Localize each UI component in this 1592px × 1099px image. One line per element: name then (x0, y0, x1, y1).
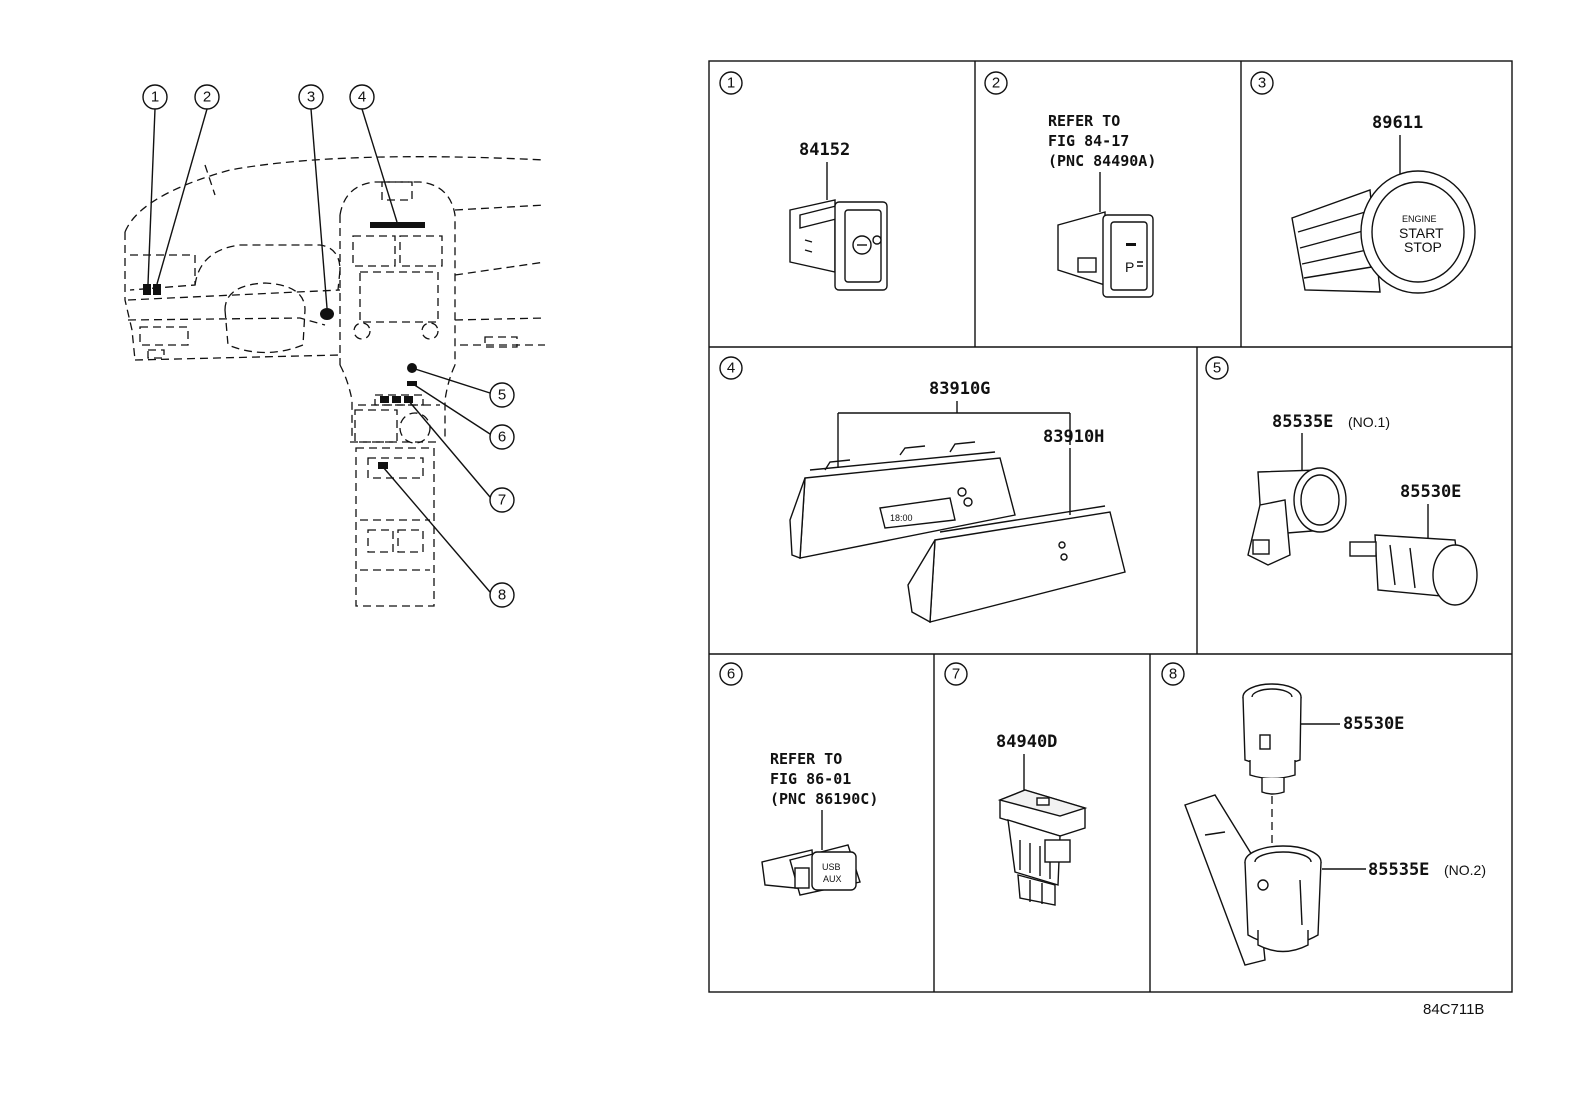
svg-text:8: 8 (1169, 666, 1177, 683)
overview-callout-2: 2 (194, 84, 220, 110)
svg-text:8: 8 (498, 587, 506, 604)
panel-7: 7 84940D (944, 662, 1088, 906)
parts-grid (708, 60, 1513, 993)
switch-3-location (320, 308, 334, 320)
svg-text:4: 4 (358, 89, 366, 106)
svg-text:6: 6 (727, 666, 735, 683)
usb-label: USB (822, 862, 841, 872)
panel-2-number: 2 (984, 71, 1008, 95)
svg-text:2: 2 (992, 75, 1000, 92)
overview-callout-7: 7 (489, 487, 515, 513)
panel-4: 4 83910G 83910H 18:00 (719, 356, 1126, 624)
dashboard-overview (124, 156, 546, 607)
start-label: START (1399, 225, 1444, 241)
headlight-leveling-switch-drawing (789, 199, 888, 291)
panel-7-number: 7 (944, 662, 968, 686)
pnc-83910G: 83910G (929, 379, 990, 399)
power-outlet-8-location (378, 462, 388, 469)
callout-leaders (147, 108, 491, 593)
p-glyph: P (1125, 259, 1134, 275)
socket-no1-drawing (1247, 467, 1347, 566)
panel-6-number: 6 (719, 662, 743, 686)
pnc-85535E-no2: 85535E (1368, 860, 1429, 880)
panel-3: 3 89611 ENGINE START STOP (1250, 71, 1476, 294)
switch-2-location (153, 284, 161, 295)
svg-text:7: 7 (952, 666, 960, 683)
panel-6: 6 REFER TO FIG 86-01 (PNC 86190C) USB AU… (719, 662, 878, 896)
refer-to-line-1: REFER TO (1048, 112, 1120, 130)
refer-to-line-3b: (PNC 86190C) (770, 790, 878, 808)
svg-text:7: 7 (498, 492, 506, 509)
stop-label: STOP (1404, 239, 1442, 255)
panel-5: 5 85535E (NO.1) 85530E (1205, 356, 1478, 606)
clock-assembly-drawing: 18:00 (789, 441, 1016, 559)
panel-2: 2 REFER TO FIG 84-17 (PNC 84490A) P (984, 71, 1156, 298)
refer-to-line-1b: REFER TO (770, 750, 842, 768)
panel-1-number: 1 (719, 71, 743, 95)
pnc-89611: 89611 (1372, 113, 1423, 133)
parking-brake-switch-drawing: P (1057, 211, 1154, 298)
pnc-83910H: 83910H (1043, 427, 1104, 447)
svg-text:2: 2 (203, 89, 211, 106)
svg-text:5: 5 (498, 387, 506, 404)
plug-85530E-vertical-drawing (1242, 683, 1302, 795)
panel-5-number: 5 (1205, 356, 1229, 380)
pnc-84940D: 84940D (996, 732, 1057, 752)
drawing-id: 84C711B (1423, 1001, 1484, 1018)
note-no2: (NO.2) (1444, 862, 1486, 878)
clock-display-text: 18:00 (890, 513, 913, 523)
svg-text:1: 1 (727, 75, 735, 92)
panel-8-number: 8 (1161, 662, 1185, 686)
pnc-84152: 84152 (799, 140, 850, 160)
refer-to-line-3: (PNC 84490A) (1048, 152, 1156, 170)
overview-callout-8: 8 (489, 582, 515, 608)
overview-callout-3: 3 (298, 84, 324, 110)
svg-text:1: 1 (151, 89, 159, 106)
plug-85530E-drawing (1349, 534, 1478, 606)
svg-text:5: 5 (1213, 360, 1221, 377)
switch-1-location (143, 284, 151, 295)
panel-3-number: 3 (1250, 71, 1274, 95)
switch-84940D-drawing (997, 789, 1088, 906)
clock-cover-drawing (907, 505, 1126, 624)
overview-callout-6: 6 (489, 424, 515, 450)
pnc-85530E-b: 85530E (1343, 714, 1404, 734)
refer-to-line-2: FIG 84-17 (1048, 132, 1129, 150)
refer-to-line-2b: FIG 86-01 (770, 770, 851, 788)
overview-callout-5: 5 (489, 382, 515, 408)
usb-6-location (407, 381, 417, 386)
note-no1: (NO.1) (1348, 414, 1390, 430)
panel-1: 1 84152 (719, 71, 888, 291)
aux-label: AUX (823, 874, 842, 884)
panel-8: 8 85530E 85535E (NO.2) (1161, 662, 1486, 966)
engine-start-button-drawing: ENGINE START STOP (1291, 170, 1476, 294)
overview-callout-1: 1 (142, 84, 168, 110)
svg-text:6: 6 (498, 429, 506, 446)
svg-text:4: 4 (727, 360, 735, 377)
svg-text:3: 3 (1258, 75, 1266, 92)
panel-4-number: 4 (719, 356, 743, 380)
pnc-85535E-no1: 85535E (1272, 412, 1333, 432)
overview-callout-4: 4 (349, 84, 375, 110)
socket-no2-drawing (1184, 794, 1322, 966)
clock-location (370, 222, 425, 228)
usb-aux-jack-drawing: USB AUX (761, 844, 861, 896)
svg-text:3: 3 (307, 89, 315, 106)
engine-label: ENGINE (1402, 214, 1437, 224)
pnc-85530E-a: 85530E (1400, 482, 1461, 502)
